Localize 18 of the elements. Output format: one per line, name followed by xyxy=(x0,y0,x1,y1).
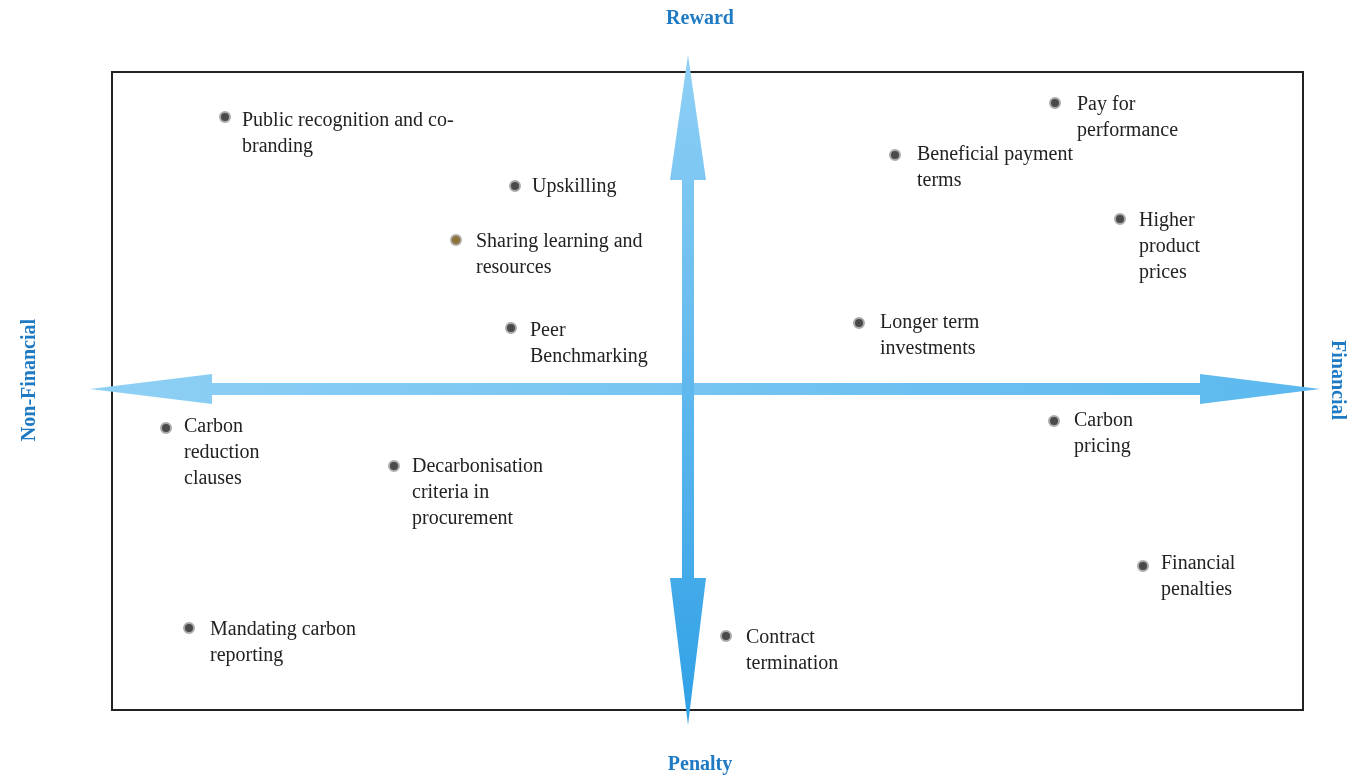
axis-label: Non-Financial xyxy=(16,318,40,442)
item-label: Peer Benchmarking xyxy=(530,317,649,368)
item-label: Upskilling xyxy=(532,173,618,198)
item-label: Higher product prices xyxy=(1139,207,1202,284)
item-label: Mandating carbon reporting xyxy=(210,616,358,667)
axis-label: Financial xyxy=(1326,340,1350,420)
axis-label: Reward xyxy=(666,6,734,29)
item-label: Public recognition and co-branding xyxy=(242,107,455,158)
item-label: Beneficial payment terms xyxy=(917,141,1075,192)
item-label: Financial penalties xyxy=(1161,550,1237,601)
item-label: Contract termination xyxy=(746,624,840,675)
item-label: Longer term investments xyxy=(880,309,981,360)
axis-label: Penalty xyxy=(667,752,733,775)
item-label: Carbon reduction clauses xyxy=(184,413,261,490)
item-label: Decarbonisation criteria in procurement xyxy=(412,453,545,530)
item-label: Pay for performance xyxy=(1077,91,1180,142)
item-label: Sharing learning and resources xyxy=(476,228,644,279)
item-label: Carbon pricing xyxy=(1074,407,1134,458)
